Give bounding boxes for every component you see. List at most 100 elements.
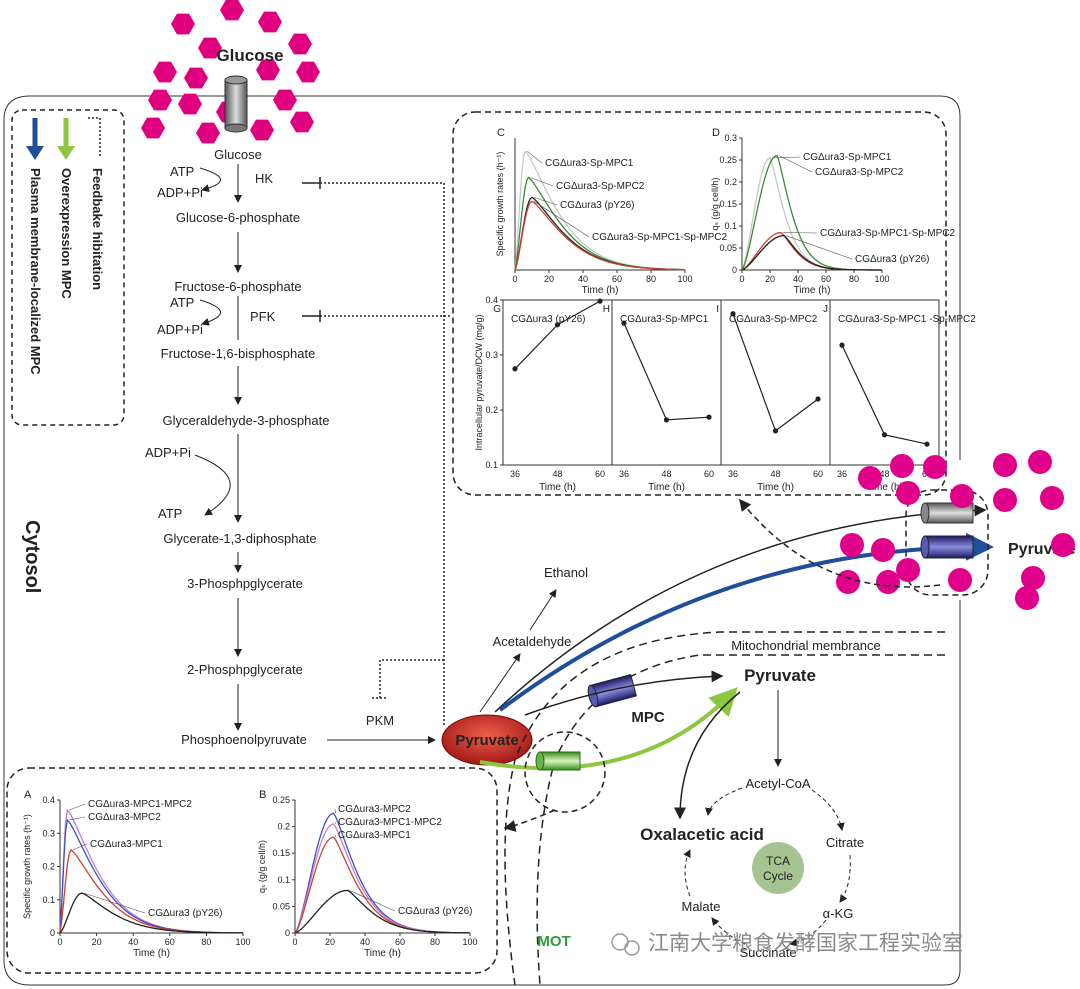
mito-green-transporter-icon: [535, 751, 581, 771]
series-label: CGΔura3-Sp-MPC2: [556, 181, 645, 192]
adp3-curve: [194, 454, 231, 516]
x-tick-label: 40: [793, 274, 803, 284]
glucose-hexagon: [148, 89, 172, 111]
series-leader: [533, 201, 590, 238]
glucose-hexagon: [220, 0, 244, 21]
x-tick-label: 100: [462, 937, 477, 947]
series-leader: [72, 843, 88, 851]
cytosol-label: Cytosol: [21, 520, 43, 593]
arrow-pyruvate-export-black: [494, 504, 987, 713]
arrow-pyruvate-export-blue: [498, 532, 994, 712]
x-tick-label: 0: [57, 937, 62, 947]
panel-frame: [829, 299, 940, 466]
x-tick-label: 80: [201, 937, 211, 947]
acetaldehyde-label: Acetaldehyde: [493, 634, 572, 649]
glucose-hexagon: [296, 61, 320, 83]
x-tick-label: 60: [612, 274, 622, 284]
x-tick-label: 100: [874, 274, 889, 284]
y-tick-label: 0.15: [719, 199, 737, 209]
series-leader: [334, 808, 336, 814]
feedback-pfk-bar: [302, 310, 321, 322]
x-axis-label: Time (h): [133, 948, 170, 959]
y-tick-label: 0.2: [42, 862, 55, 872]
panel-letter: C: [497, 127, 505, 139]
succinate-label: Succinate: [739, 945, 796, 960]
pfk-label: PFK: [250, 309, 276, 324]
y-tick-label: 0.1: [42, 895, 55, 905]
y-tick-label: 0: [732, 265, 737, 275]
hk-label: HK: [255, 171, 273, 186]
g6p-label: Glucose-6-phosphate: [176, 210, 300, 225]
panel-letter: I: [716, 304, 719, 315]
series-leader: [334, 834, 336, 838]
glucose-transporter-icon: [224, 75, 248, 133]
series-label: CGΔura3 (pY26): [398, 906, 473, 917]
x-tick-label: 20: [544, 274, 554, 284]
x-tick-label: 48: [770, 469, 780, 479]
series-label: CGΔura3-MPC2: [338, 804, 411, 815]
pyruvate-dot: [890, 454, 914, 478]
series-line: [741, 235, 882, 271]
dashed-arrow-to-inset-cd: [739, 498, 941, 588]
cell-membrane: [30, 95, 961, 460]
series-line: [59, 848, 243, 934]
panel-letter: J: [823, 304, 828, 315]
inset-ab-box: [6, 767, 498, 974]
g13dp-label: Glycerate-1,3-diphosphate: [163, 531, 316, 546]
data-point: [924, 441, 930, 447]
inset-cd-box: [452, 111, 947, 496]
data-point: [597, 298, 603, 304]
series-label: CGΔura3-Sp-MPC1: [545, 158, 634, 169]
series-line: [514, 300, 601, 370]
series-line: [59, 892, 243, 934]
atp2-label: ATP: [170, 295, 194, 310]
x-tick-label: 40: [578, 274, 588, 284]
plasma-mpc-transporter-icon: [920, 535, 974, 559]
tca-cycle-circle: [752, 842, 804, 894]
series-label: CGΔura3 (pY26): [560, 200, 635, 211]
y-tick-label: 0.15: [272, 848, 290, 858]
x-tick-label: 36: [837, 469, 847, 479]
watermark-text: 江南大学粮食发酵国家工程实验室: [648, 932, 963, 955]
data-point: [881, 432, 888, 438]
series-leader: [69, 816, 86, 821]
panel-title: CGΔura3-Sp-MPC1: [620, 314, 709, 325]
legend-green-text: Overexpression MPC: [59, 168, 74, 299]
x-tick-label: 36: [619, 469, 629, 479]
tca-arrow-6: [683, 849, 691, 897]
plasma-transporter-dashed-box: [905, 489, 989, 596]
x-tick-label: 36: [728, 469, 738, 479]
oxaloacetic-label: Oxalacetic acid: [640, 825, 764, 844]
pyruvate-dot: [896, 558, 920, 582]
adp2-label: ADP+Pi: [157, 322, 203, 337]
pyruvate-dot: [896, 481, 920, 505]
atp3-label: ATP: [158, 506, 182, 521]
series-label: CGΔura3-Sp-MPC2: [815, 167, 904, 178]
x-tick-label: 60: [813, 469, 823, 479]
x-tick-label: 0: [739, 274, 744, 284]
series-leader: [69, 803, 86, 811]
series-leader: [530, 177, 554, 187]
y-tick-label: 0.1: [485, 460, 498, 470]
glucose-top-label: Glucose: [216, 46, 283, 65]
y-tick-label: 0.4: [42, 795, 55, 805]
feedback-dotted-lines: [320, 182, 452, 725]
series-label: CGΔura3-MPC1-MPC2: [338, 817, 442, 828]
panel-title: CGΔura3-Sp-MPC1 -Sp-MPC2: [838, 314, 976, 325]
blue-arrow-icon: [26, 118, 44, 160]
data-point: [772, 428, 779, 434]
series-label: CGΔura3-MPC2: [88, 812, 161, 823]
series-leader: [771, 156, 801, 159]
arrow-acetaldehyde-ethanol: [529, 589, 557, 631]
arrow-pyr-acetaldehyde: [479, 653, 521, 713]
series-label: CGΔura3-Sp-MPC1: [803, 152, 892, 163]
series-line: [294, 889, 470, 934]
glucose-hexagon: [196, 122, 220, 144]
x-tick-label: 0: [512, 274, 517, 284]
data-point: [706, 414, 712, 420]
pyruvate-dot: [948, 568, 972, 592]
x-tick-label: 100: [235, 937, 250, 947]
x-tick-label: 60: [595, 469, 605, 479]
